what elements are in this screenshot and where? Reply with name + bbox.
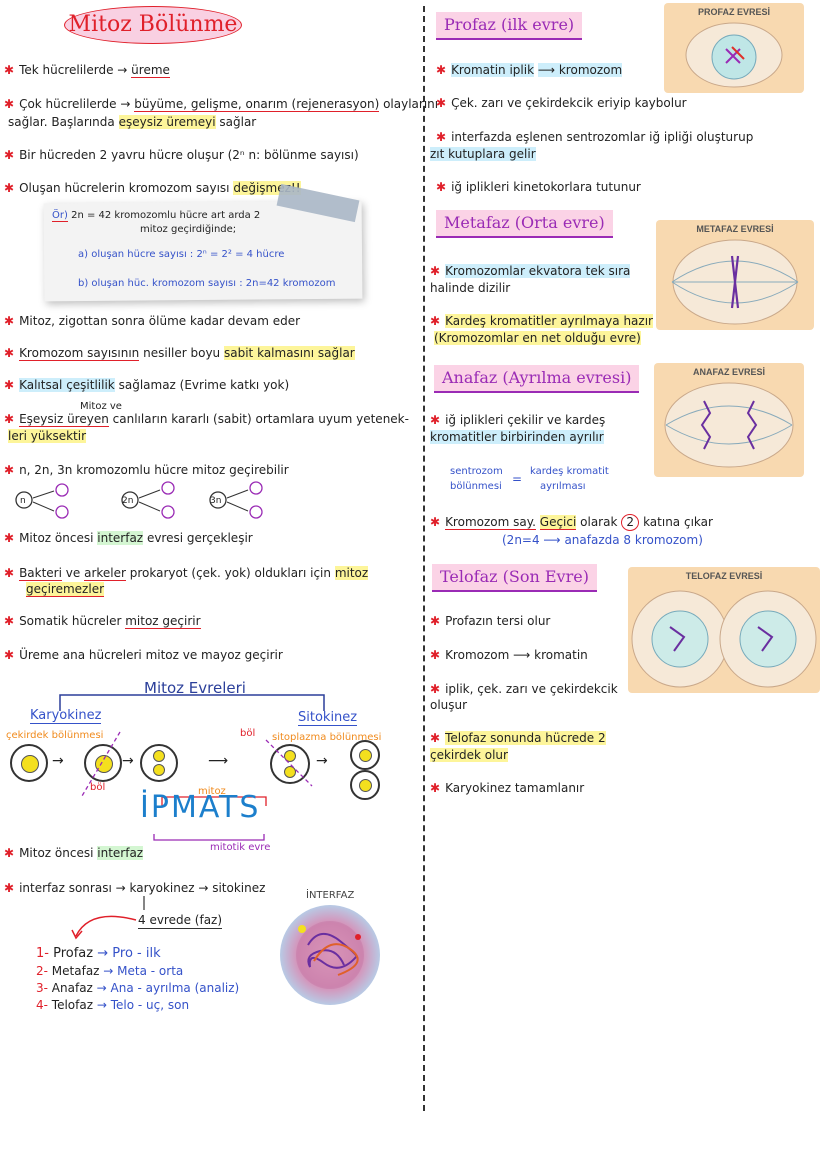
- metafaz-title: Metafaz (Orta evre): [436, 210, 613, 238]
- curved-arrow: [71, 896, 145, 940]
- cell-2: [84, 744, 122, 782]
- bol-label-2: böl: [90, 782, 106, 793]
- metafaz-note-1b: halinde dizilir: [430, 281, 511, 295]
- note-zigot: ✱Mitoz, zigottan sonra ölüme kadar devam…: [4, 314, 301, 328]
- note-ureme: ✱Üreme ana hücreleri mitoz ve mayoz geçi…: [4, 648, 283, 662]
- cut-line-1: [81, 731, 121, 797]
- note-kalitsal: ✱Kalıtsal çeşitlilik sağlamaz (Evrime ka…: [4, 378, 290, 392]
- mitoz-bracket: [161, 796, 267, 806]
- ploidy-n: [15, 483, 69, 519]
- metafaz-note-1: ✱Kromozomlar ekvatora tek sıra: [430, 264, 631, 278]
- cek-bolunmesi-label: çekirdek bölünmesi: [6, 730, 104, 741]
- anafaz-sentrozom: sentrozom: [450, 466, 503, 477]
- note-nesiller: ✱Kromozom sayısının nesiller boyu sabit …: [4, 346, 355, 361]
- telofaz-image: TELOFAZ EVRESİ: [628, 567, 820, 693]
- list-item-profaz: 1- Profaz → Pro - ilk: [36, 946, 161, 961]
- list-item-metafaz: 2- Metafaz → Meta - orta: [36, 964, 184, 978]
- note-kromozom-sayisi: ✱Oluşan hücrelerin kromozom sayısı değiş…: [4, 181, 301, 195]
- note-ploidy: ✱n, 2n, 3n kromozomlu hücre mitoz geçire…: [4, 463, 289, 477]
- note-tek-hucreli: ✱Tek hücrelilerde → üreme: [4, 63, 170, 78]
- anafaz-title: Anafaz (Ayrılma evresi): [434, 365, 640, 393]
- telofaz-title: Telofaz (Son Evre): [432, 564, 597, 592]
- profaz-note-2: ✱Çek. zarı ve çekirdekcik eriyip kaybolu…: [436, 96, 687, 110]
- bol-label-1: böl: [240, 728, 256, 739]
- sit-bolunmesi-label: sitoplazma bölünmesi: [272, 732, 382, 743]
- telofaz-note-3b: oluşur: [430, 698, 468, 712]
- anafaz-note-1b: kromatitler birbirinden ayrılır: [430, 430, 604, 444]
- example-line-2: mitoz geçirdiğinde;: [140, 224, 237, 235]
- telofaz-note-5: ✱Karyokinez tamamlanır: [430, 781, 585, 795]
- list-item-anafaz: 3- Anafaz → Ana - ayrılma (analiz): [36, 981, 240, 995]
- main-title: Mitoz Bölünme: [64, 6, 242, 44]
- ploidy-label-2n: 2n: [122, 496, 134, 506]
- telofaz-note-4b: çekirdek olur: [430, 748, 508, 762]
- anafaz-bolunmesi: bölünmesi: [450, 481, 502, 492]
- telofaz-note-1: ✱Profazın tersi olur: [430, 614, 551, 628]
- profaz-note-1: ✱Kromatin iplik ⟶ kromozom: [436, 63, 623, 77]
- telofaz-note-4: ✱Telofaz sonunda hücrede 2: [430, 731, 606, 745]
- note-4-evre: 4 evrede (faz): [138, 913, 223, 929]
- interfaz-title: İNTERFAZ: [306, 890, 355, 901]
- note-mitoz-ve: Mitoz ve: [80, 401, 122, 412]
- arrow-1: →: [52, 753, 64, 769]
- note-interfaz: ✱Mitoz öncesi interfaz evresi gerçekleşi…: [4, 531, 253, 545]
- telofaz-note-2: ✱Kromozom ⟶ kromatin: [430, 648, 588, 662]
- telofaz-note-3: ✱iplik, çek. zarı ve çekirdekcik: [430, 682, 618, 696]
- ploidy-3n: [209, 481, 263, 519]
- profaz-image: PROFAZ EVRESİ: [664, 3, 804, 93]
- ploidy-diagram: [15, 481, 263, 519]
- example-line-1: Ör) 2n = 42 kromozomlu hücre art arda 2: [52, 210, 261, 222]
- mitotik-label: mitotik evre: [210, 842, 271, 853]
- metafaz-note-2: ✱Kardeş kromatitler ayrılmaya hazır: [430, 314, 653, 328]
- note-bakteri-2: geçiremezler: [26, 582, 105, 597]
- mitoz-label: mitoz: [198, 786, 226, 797]
- anafaz-image: ANAFAZ EVRESİ: [654, 363, 804, 477]
- anafaz-note-3: ✱Kromozom say. Geçici olarak 2 katına çı…: [430, 514, 713, 531]
- mitotik-bracket: [153, 834, 265, 841]
- karyokinez-label: Karyokinez: [30, 708, 102, 724]
- anafaz-kardes: kardeş kromatit: [530, 466, 609, 477]
- anafaz-eq: =: [512, 472, 523, 486]
- note-bakteri: ✱Bakteri ve arkeler prokaryot (çek. yok)…: [4, 566, 369, 581]
- cell-5a: [350, 740, 380, 770]
- note-cok-hucreli: ✱Çok hücrelilerde → büyüme, gelişme, ona…: [4, 97, 439, 112]
- arrow-2: →: [122, 753, 134, 769]
- evreler-title: Mitoz Evreleri: [144, 679, 246, 697]
- profaz-note-3b: zıt kutuplara gelir: [430, 147, 536, 161]
- profaz-note-3: ✱interfazda eşlenen sentrozomlar iğ ipli…: [436, 130, 754, 144]
- profaz-title: Profaz (ilk evre): [436, 12, 583, 40]
- example-a: a) oluşan hücre sayısı : 2ⁿ = 2² = 4 hüc…: [78, 249, 285, 260]
- ploidy-label-n: n: [20, 496, 26, 506]
- sitokinez-label: Sitokinez: [298, 710, 358, 726]
- cell-3: [140, 744, 178, 782]
- evreler-bracket: [59, 694, 325, 711]
- note-eseysiz-2: leri yüksektir: [8, 429, 87, 443]
- cell-5b: [350, 770, 380, 800]
- anafaz-ayrilmasi: ayrılması: [540, 481, 586, 492]
- profaz-note-4: ✱iğ iplikleri kinetokorlara tutunur: [436, 180, 641, 194]
- pmats-mnemonic: İPMATS: [140, 790, 261, 825]
- note-cok-hucreli-2: sağlar. Başlarında eşeysiz üremeyi sağla…: [8, 115, 257, 129]
- cut-line-2: [265, 739, 313, 787]
- ploidy-label-3n: 3n: [210, 496, 222, 506]
- note-yavru-hucre: ✱Bir hücreden 2 yavru hücre oluşur (2ⁿ n…: [4, 148, 359, 162]
- note-mitoz-oncesi: ✱Mitoz öncesi interfaz: [4, 846, 144, 860]
- metafaz-image: METAFAZ EVRESİ: [656, 220, 814, 330]
- arrow-3: ⟶: [208, 753, 229, 769]
- note-interfaz-sonrasi: ✱interfaz sonrası → karyokinez → sitokin…: [4, 881, 266, 895]
- interfaz-illustration: [280, 905, 380, 1005]
- list-item-telofaz: 4- Telofaz → Telo - uç, son: [36, 998, 190, 1012]
- note-eseysiz: ✱Eşeysiz üreyen canlıların kararlı (sabi…: [4, 412, 409, 427]
- anafaz-note-3b: (2n=4 ⟶ anafazda 8 kromozom): [502, 533, 703, 547]
- ploidy-2n: [121, 481, 175, 519]
- metafaz-note-2b: (Kromozomlar en net olduğu evre): [434, 331, 641, 345]
- interfaz-chromatin: [296, 921, 364, 989]
- cell-1: [10, 744, 48, 782]
- arrow-4: →: [316, 753, 328, 769]
- note-somatik: ✱Somatik hücreler mitoz geçirir: [4, 614, 201, 629]
- example-b: b) oluşan hüc. kromozom sayısı : 2n=42 k…: [78, 278, 336, 289]
- column-divider: [423, 6, 425, 1111]
- anafaz-note-1: ✱iğ iplikleri çekilir ve kardeş: [430, 413, 606, 427]
